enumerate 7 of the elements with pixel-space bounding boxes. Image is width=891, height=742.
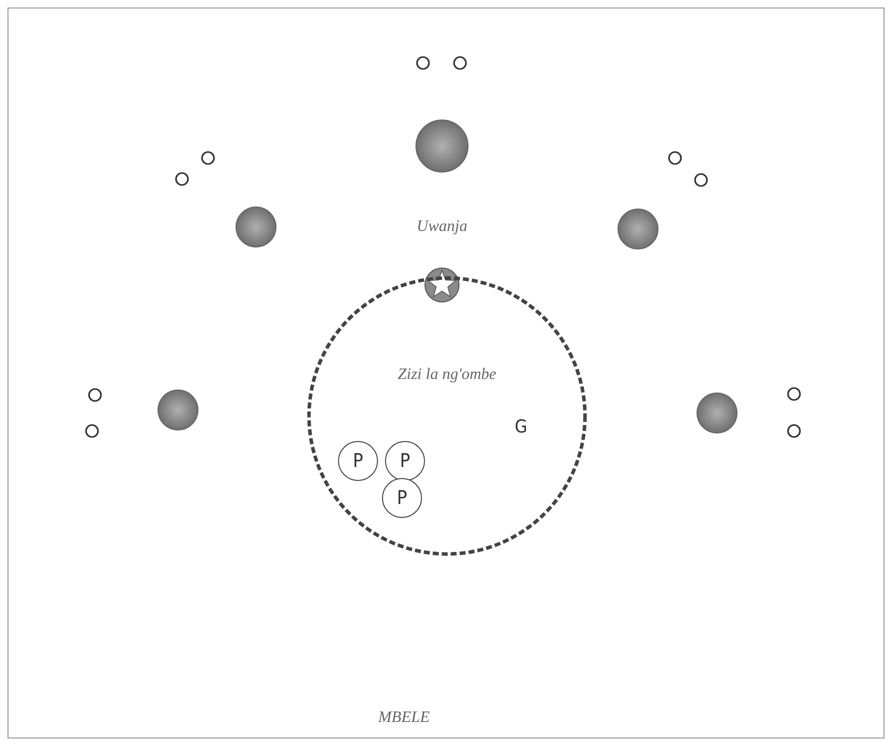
area-label: Uwanja bbox=[416, 218, 468, 236]
letter-circle: P bbox=[382, 478, 422, 518]
letter-circle: P bbox=[385, 441, 425, 481]
letter-circle: P bbox=[338, 441, 378, 481]
area-label: MBELE bbox=[378, 709, 430, 727]
enclosure-label: Zizi la ng'ombe bbox=[398, 366, 496, 384]
letter-label: G bbox=[514, 416, 528, 438]
